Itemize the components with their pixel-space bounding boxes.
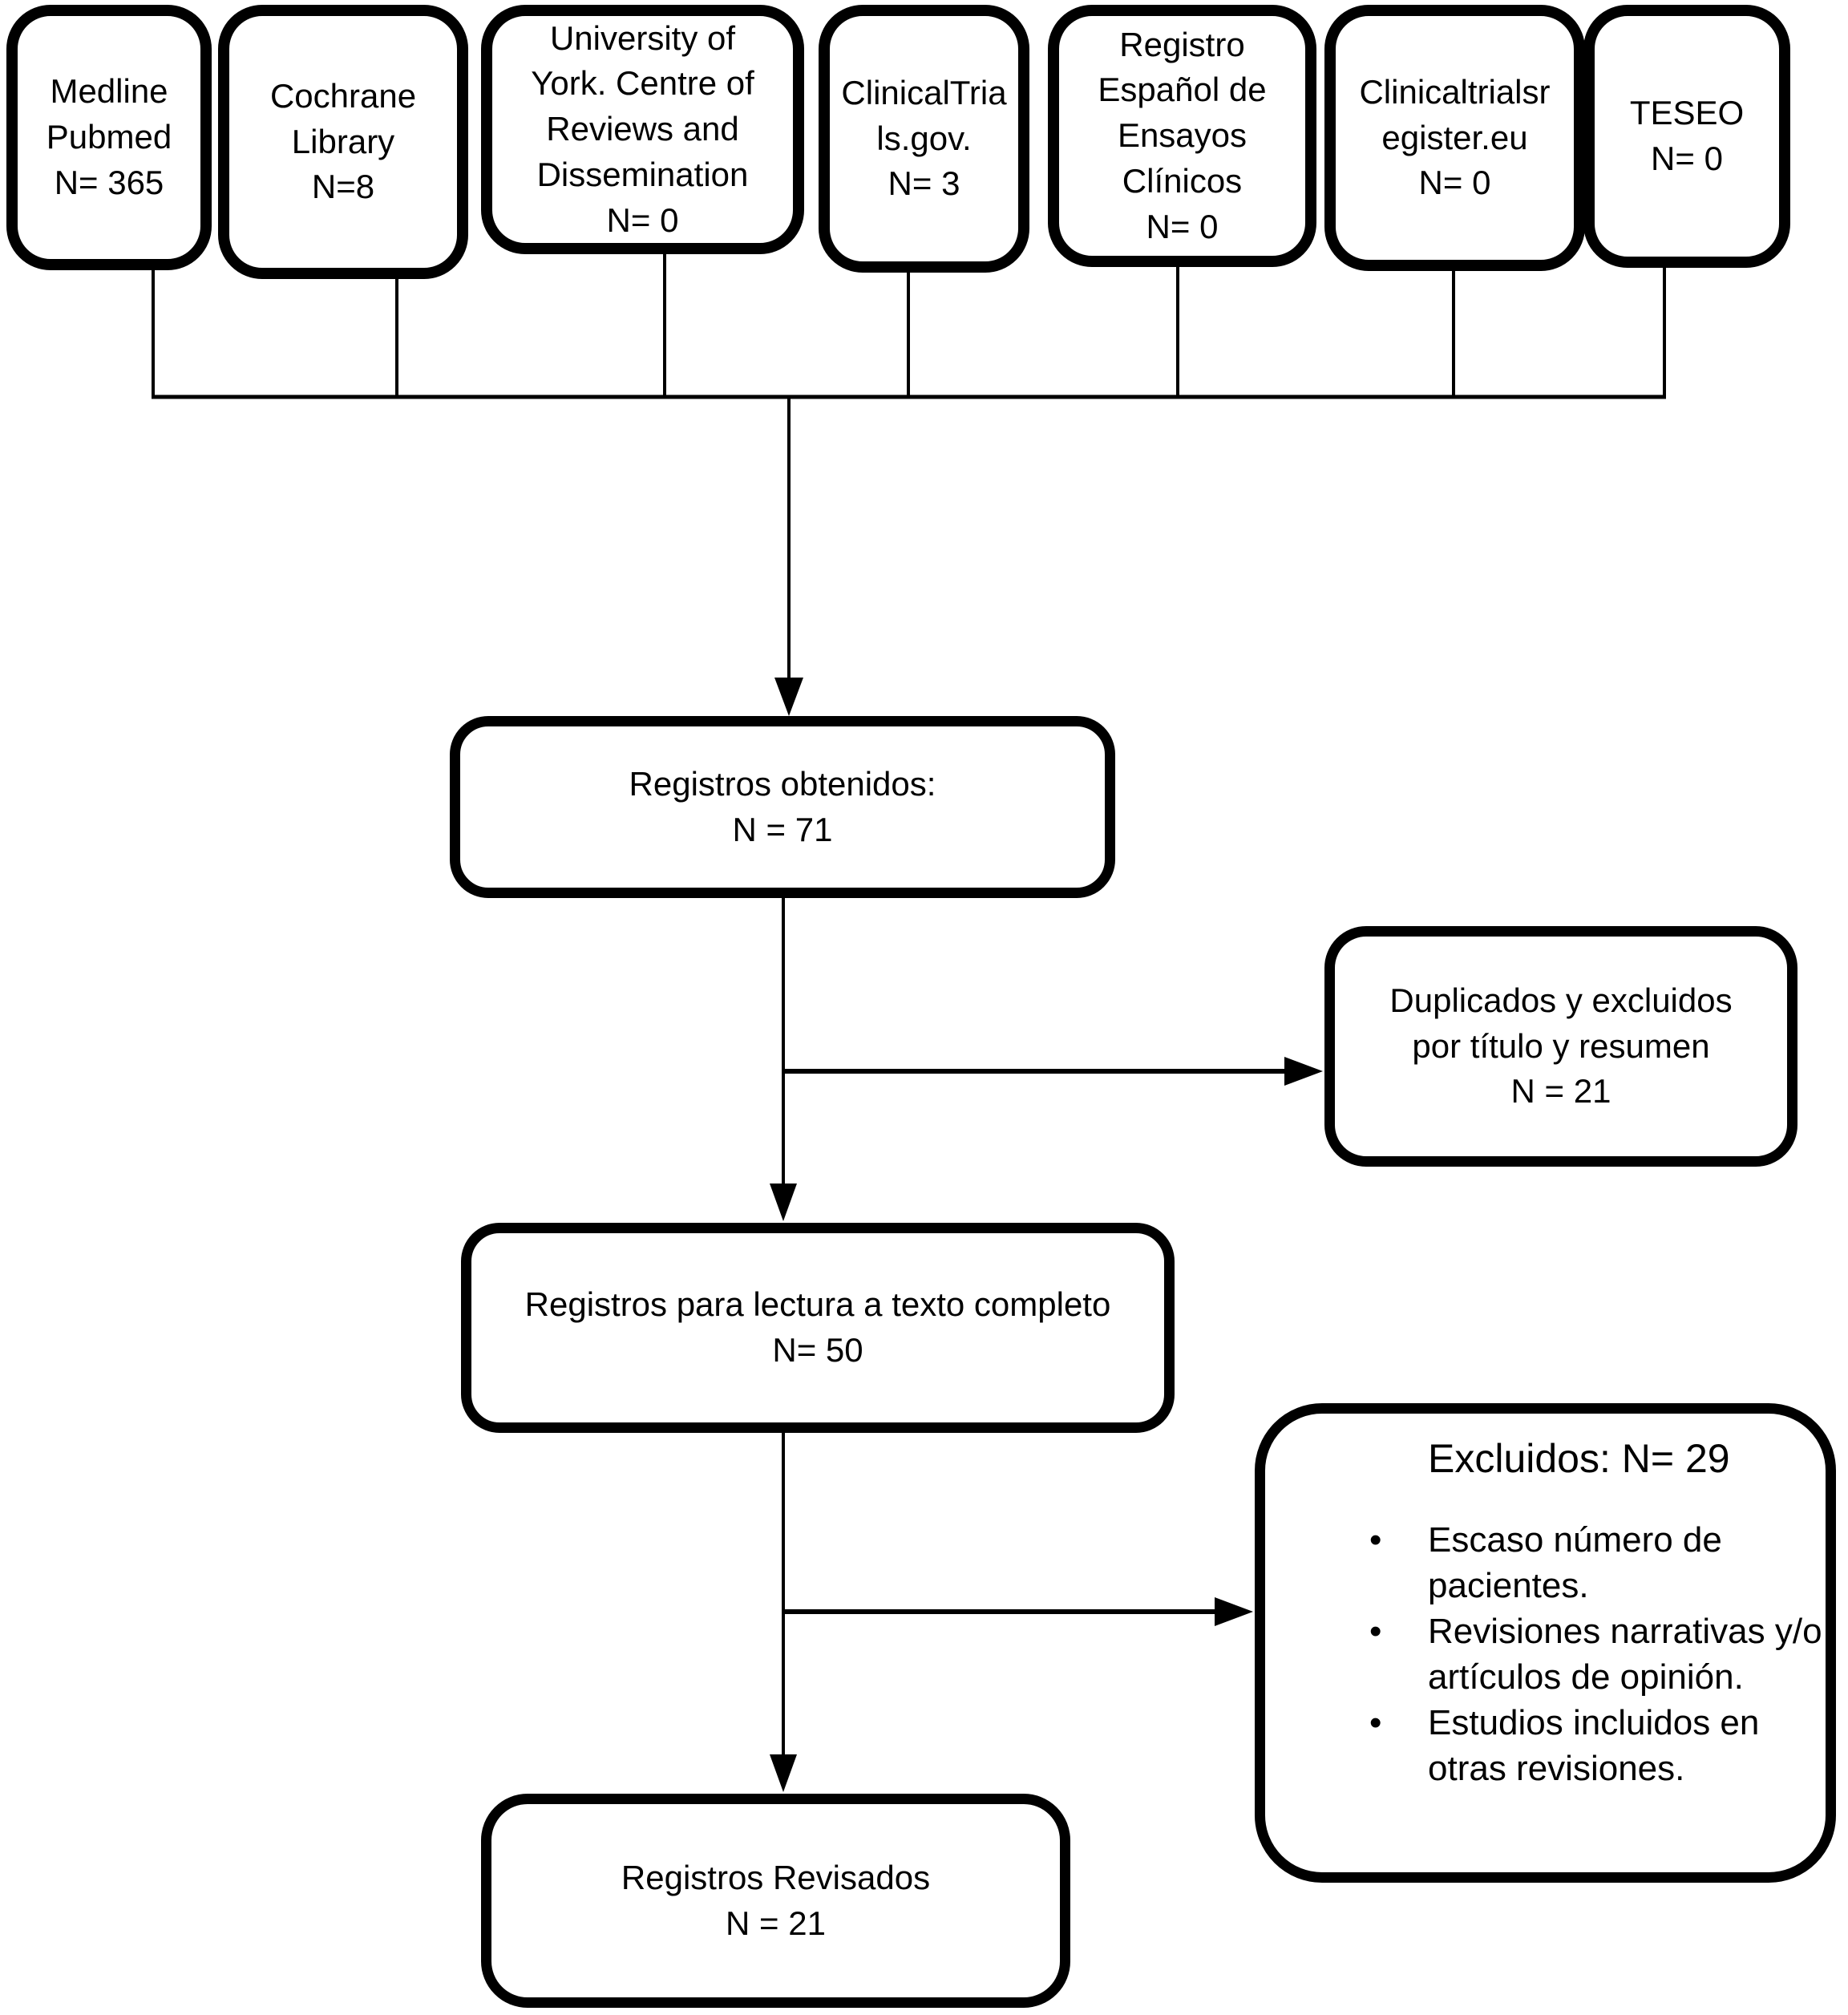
full-text-reading-label: Registros para lectura a texto completo …: [524, 1285, 1111, 1369]
source-box-teseo: TESEO N= 0: [1583, 5, 1790, 268]
excluded-box: Excluidos: N= 29 • Escaso número de paci…: [1255, 1403, 1836, 1883]
source-label: Medline Pubmed N= 365: [46, 72, 172, 201]
reviewed-records-box: Registros Revisados N = 21: [481, 1794, 1070, 2008]
source-label: ClinicalTria ls.gov. N= 3: [841, 73, 1007, 203]
bullet-item: • Estudios incluidos en otras revisiones…: [1369, 1700, 1826, 1791]
source-label: Cochrane Library N=8: [269, 76, 417, 206]
source-box-registro-espanol: Registro Español de Ensayos Clínicos N= …: [1048, 5, 1316, 267]
bullet-text: Estudios incluidos en otras revisiones.: [1428, 1703, 1760, 1788]
arrow-to-reviewed-head: [770, 1754, 797, 1792]
arrow-to-fulltext-head: [770, 1184, 797, 1221]
full-text-reading-box: Registros para lectura a texto completo …: [461, 1223, 1175, 1433]
source-box-university-of-york: University of York. Centre of Reviews an…: [481, 5, 804, 254]
bullet-text: Revisiones narrativas y/o artículos de o…: [1428, 1612, 1822, 1697]
source-box-clinicaltrials-gov: ClinicalTria ls.gov. N= 3: [819, 5, 1029, 273]
excluded-bullet-list: • Escaso número de pacientes. • Revision…: [1265, 1517, 1826, 1791]
bullet-dot-icon: •: [1369, 1612, 1382, 1651]
arrow-to-excluded-head: [1215, 1597, 1253, 1626]
arrow-to-obtained-head: [774, 678, 803, 716]
source-box-cochrane-library: Cochrane Library N=8: [218, 5, 468, 279]
bullet-text: Escaso número de pacientes.: [1428, 1520, 1722, 1605]
duplicates-excluded-label: Duplicados y excluidos por título y resu…: [1389, 981, 1733, 1111]
records-obtained-box: Registros obtenidos: N = 71: [450, 716, 1115, 898]
bullet-dot-icon: •: [1369, 1520, 1382, 1560]
source-label: TESEO N= 0: [1629, 94, 1745, 177]
bullet-dot-icon: •: [1369, 1703, 1382, 1742]
bullet-item: • Revisiones narrativas y/o artículos de…: [1369, 1608, 1826, 1700]
source-label: University of York. Centre of Reviews an…: [531, 18, 754, 239]
arrow-to-duplicates-head: [1284, 1057, 1323, 1086]
source-label: Clinicaltrialsr egister.eu N= 0: [1359, 72, 1551, 202]
source-box-clinicaltrialsregister-eu: Clinicaltrialsr egister.eu N= 0: [1324, 5, 1585, 271]
duplicates-excluded-box: Duplicados y excluidos por título y resu…: [1324, 926, 1797, 1167]
source-label: Registro Español de Ensayos Clínicos N= …: [1098, 25, 1267, 245]
reviewed-records-label: Registros Revisados N = 21: [621, 1858, 931, 1942]
bullet-item: • Escaso número de pacientes.: [1369, 1517, 1826, 1608]
source-box-medline-pubmed: Medline Pubmed N= 365: [6, 5, 212, 270]
records-obtained-label: Registros obtenidos: N = 71: [629, 764, 936, 848]
excluded-title: Excluidos: N= 29: [1428, 1436, 1730, 1481]
